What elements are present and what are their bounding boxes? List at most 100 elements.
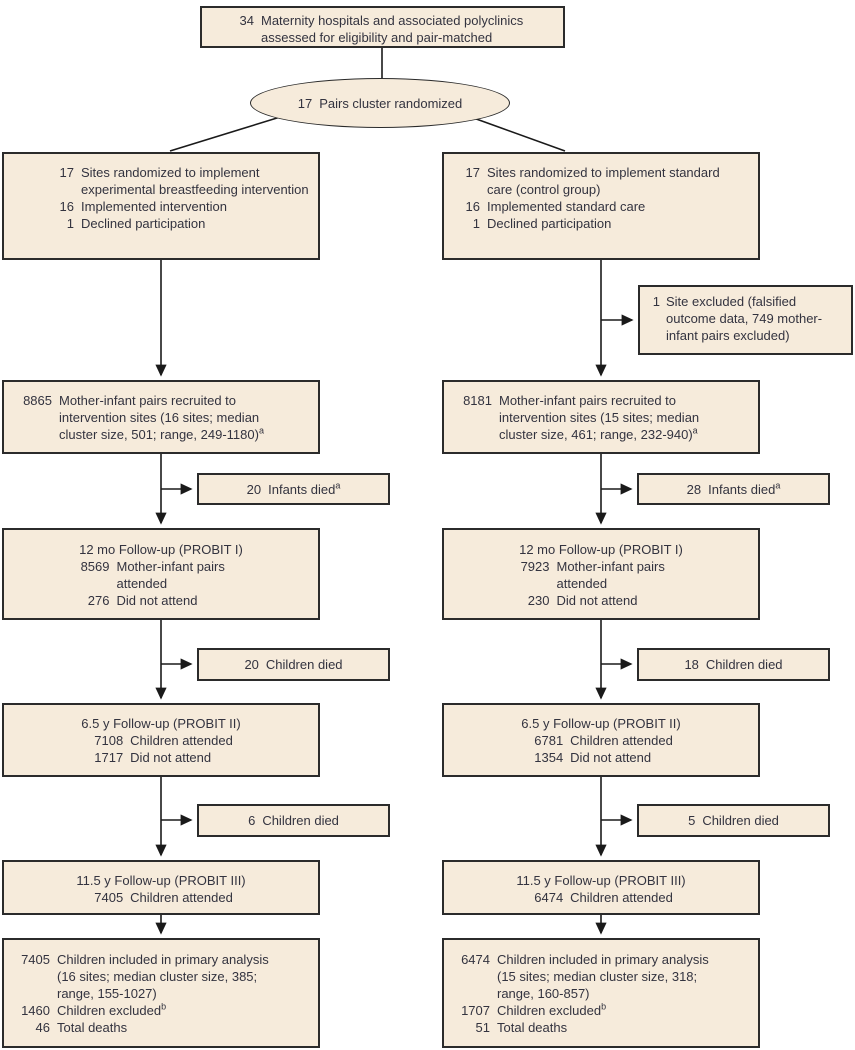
experimental-sites-box: 17 Sites randomized to implement experim… (2, 152, 320, 260)
ctl-probit2-attended-count: 6781 (534, 733, 564, 748)
ctl-declined-text: Declined participation (487, 216, 612, 231)
exp-probit3-attended-count: 7405 (94, 890, 124, 905)
experimental-recruited-box: 8865 Mother-infant pairs recruited to in… (2, 380, 320, 454)
exp-probit1-title: 12 mo Follow-up (PROBIT I) (79, 542, 243, 557)
ctl-probit3-title: 11.5 y Follow-up (PROBIT III) (516, 873, 686, 888)
exp-probit2-notattend-text: Did not attend (130, 750, 212, 765)
exp-probit2-attended-text: Children attended (130, 733, 233, 748)
exp-probit3-title: 11.5 y Follow-up (PROBIT III) (76, 873, 246, 888)
experimental-probit1-box: 12 mo Follow-up (PROBIT I) 8569 Mother-i… (2, 528, 320, 620)
ctl-probit1-title: 12 mo Follow-up (PROBIT I) (519, 542, 683, 557)
ctl-excluded-count: 1707 (461, 1003, 490, 1018)
control-probit3-box: 11.5 y Follow-up (PROBIT III) 6474 Child… (442, 860, 760, 915)
ctl-recruited-count: 8181 (463, 393, 492, 408)
footnote-b: b (601, 1001, 607, 1012)
experimental-children-died-2-box: 6 Children died (197, 804, 390, 837)
exp-probit1-attended-text: Mother-infant pairs attended (116, 559, 225, 591)
ctl-analysis-text: Children included in primary analysis (1… (497, 952, 709, 1001)
ctl-analysis-count: 6474 (461, 952, 490, 967)
exp-total-deaths-text: Total deaths (57, 1020, 128, 1035)
ctl-probit2-notattend-text: Did not attend (570, 750, 652, 765)
experimental-primary-analysis-box: 7405 Children included in primary analys… (2, 938, 320, 1048)
control-primary-analysis-box: 6474 Children included in primary analys… (442, 938, 760, 1048)
control-children-died-2-box: 5 Children died (637, 804, 830, 837)
ctl-probit3-attended-text: Children attended (570, 890, 673, 905)
exp-children-died-1-count: 20 (244, 657, 259, 672)
site-excluded-box: 1 Site excluded (falsified outcome data,… (638, 285, 853, 355)
exp-analysis-text: Children included in primary analysis (1… (57, 952, 269, 1001)
exp-children-died-1-text: Children died (265, 657, 343, 672)
ctl-sites-count: 17 (465, 165, 480, 180)
ctl-probit1-notattend-count: 230 (527, 593, 550, 608)
ctl-infants-died-text: Infants died (708, 481, 776, 497)
exp-implemented-text: Implemented intervention (81, 199, 227, 214)
randomized-count: 17 (297, 95, 313, 111)
exp-sites-count: 17 (59, 165, 74, 180)
exp-infants-died-text: Infants died (268, 481, 336, 497)
exp-probit1-notattend-text: Did not attend (116, 593, 198, 608)
footnote-a: a (335, 480, 341, 491)
ctl-children-died-2-text: Children died (702, 813, 779, 828)
cluster-randomized-ellipse: 17 Pairs cluster randomized (250, 78, 510, 128)
ctl-total-deaths-text: Total deaths (497, 1020, 568, 1035)
control-probit1-box: 12 mo Follow-up (PROBIT I) 7923 Mother-i… (442, 528, 760, 620)
control-sites-box: 17 Sites randomized to implement standar… (442, 152, 760, 260)
ctl-sites-text: Sites randomized to implement standard c… (487, 165, 720, 197)
footnote-b: b (161, 1001, 167, 1012)
control-recruited-box: 8181 Mother-infant pairs recruited to in… (442, 380, 760, 454)
ctl-declined-count: 1 (472, 216, 480, 231)
assessed-count: 34 (239, 13, 254, 28)
exp-declined-text: Declined participation (81, 216, 206, 231)
randomized-text: Pairs cluster randomized (319, 95, 463, 111)
exp-analysis-count: 7405 (21, 952, 50, 967)
exp-probit1-notattend-count: 276 (87, 593, 110, 608)
control-infants-died-box: 28 Infants dieda (637, 473, 830, 505)
ctl-probit2-attended-text: Children attended (570, 733, 673, 748)
footnote-a: a (692, 425, 698, 436)
ctl-excluded-text: Children excluded (497, 1003, 602, 1018)
experimental-probit3-box: 11.5 y Follow-up (PROBIT III) 7405 Child… (2, 860, 320, 915)
ctl-infants-died-count: 28 (686, 481, 702, 497)
ctl-implemented-text: Implemented standard care (487, 199, 646, 214)
exp-excluded-count: 1460 (21, 1003, 50, 1018)
ctl-implemented-count: 16 (465, 199, 480, 214)
footnote-a: a (258, 425, 264, 436)
assessed-line: 34 Maternity hospitals and associated po… (230, 12, 557, 46)
exp-infants-died-count: 20 (246, 481, 262, 497)
experimental-infants-died-box: 20 Infants dieda (197, 473, 390, 505)
ctl-children-died-1-count: 18 (684, 657, 699, 672)
exp-recruited-count: 8865 (23, 393, 52, 408)
site-excluded-text: Site excluded (falsified outcome data, 7… (666, 294, 823, 343)
ctl-probit1-notattend-text: Did not attend (556, 593, 638, 608)
control-children-died-1-box: 18 Children died (637, 648, 830, 681)
exp-total-deaths-count: 46 (35, 1020, 50, 1035)
ctl-probit1-attended-text: Mother-infant pairs attended (556, 559, 665, 591)
ctl-probit3-attended-count: 6474 (534, 890, 564, 905)
experimental-children-died-1-box: 20 Children died (197, 648, 390, 681)
assessed-text: Maternity hospitals and associated polyc… (261, 13, 524, 45)
control-probit2-box: 6.5 y Follow-up (PROBIT II) 6781 Childre… (442, 703, 760, 777)
ctl-recruited-text: Mother-infant pairs recruited to interve… (499, 393, 700, 442)
exp-declined-count: 1 (66, 216, 74, 231)
exp-children-died-2-text: Children died (262, 813, 339, 828)
ctl-children-died-2-count: 5 (688, 813, 696, 828)
exp-probit3-attended-text: Children attended (130, 890, 233, 905)
ctl-probit2-title: 6.5 y Follow-up (PROBIT II) (521, 716, 681, 731)
ctl-total-deaths-count: 51 (475, 1020, 490, 1035)
exp-sites-text: Sites randomized to implement experiment… (81, 165, 309, 197)
ctl-probit1-attended-count: 7923 (520, 559, 550, 574)
ctl-probit2-notattend-count: 1354 (534, 750, 564, 765)
exp-probit2-attended-count: 7108 (94, 733, 124, 748)
ctl-children-died-1-text: Children died (705, 657, 783, 672)
assessed-eligibility-box: 34 Maternity hospitals and associated po… (200, 6, 565, 48)
exp-recruited-text: Mother-infant pairs recruited to interve… (59, 393, 260, 442)
exp-probit1-attended-count: 8569 (80, 559, 110, 574)
exp-excluded-text: Children excluded (57, 1003, 162, 1018)
site-excluded-count: 1 (652, 294, 660, 309)
exp-children-died-2-count: 6 (248, 813, 256, 828)
exp-probit2-notattend-count: 1717 (94, 750, 124, 765)
footnote-a: a (775, 480, 781, 491)
exp-implemented-count: 16 (59, 199, 74, 214)
